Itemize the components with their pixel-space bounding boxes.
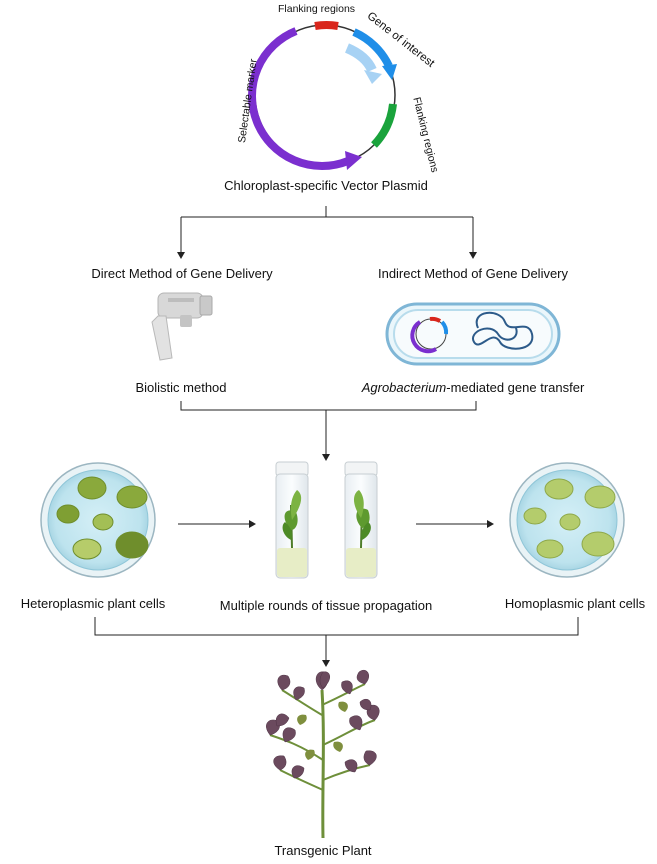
agrobacterium-rest: -mediated gene transfer bbox=[446, 380, 585, 395]
homoplasmic-label: Homoplasmic plant cells bbox=[504, 596, 646, 611]
flanking-regions-top-label: Flanking regions bbox=[278, 3, 356, 15]
flanking-region-top bbox=[314, 21, 339, 30]
heteroplasmic-dish-icon bbox=[40, 462, 156, 578]
transgenic-plant-label: Transgenic Plant bbox=[274, 843, 372, 858]
gene-gun-icon bbox=[151, 292, 213, 361]
plasmid-title: Chloroplast-specific Vector Plasmid bbox=[224, 178, 428, 193]
expression-arrow bbox=[344, 43, 377, 73]
gene-of-interest-arrowhead bbox=[382, 64, 397, 80]
gene-of-interest-arc bbox=[352, 28, 393, 68]
culture-tube-icon-2 bbox=[344, 461, 378, 579]
homoplasmic-dish-icon bbox=[509, 462, 625, 578]
selectable-marker-arc bbox=[248, 27, 350, 170]
biolistic-method-label: Biolistic method bbox=[135, 380, 227, 395]
direct-method-title: Direct Method of Gene Delivery bbox=[91, 266, 273, 281]
transgenic-plant-icon bbox=[266, 669, 380, 839]
flanking-region-right bbox=[371, 103, 397, 148]
agrobacterium-italic: Agrobacterium bbox=[361, 380, 447, 395]
propagation-label: Multiple rounds of tissue propagation bbox=[219, 598, 433, 613]
plasmid-diagram bbox=[248, 21, 397, 170]
agrobacterium-cell-icon bbox=[385, 302, 561, 366]
selectable-marker-arrowhead bbox=[345, 151, 362, 170]
agrobacterium-method-label: Agrobacterium-mediated gene transfer bbox=[362, 380, 585, 396]
culture-tube-icon bbox=[275, 461, 309, 579]
connector-lines bbox=[94, 206, 579, 667]
heteroplasmic-label: Heteroplasmic plant cells bbox=[20, 596, 166, 611]
indirect-method-title: Indirect Method of Gene Delivery bbox=[377, 266, 569, 281]
